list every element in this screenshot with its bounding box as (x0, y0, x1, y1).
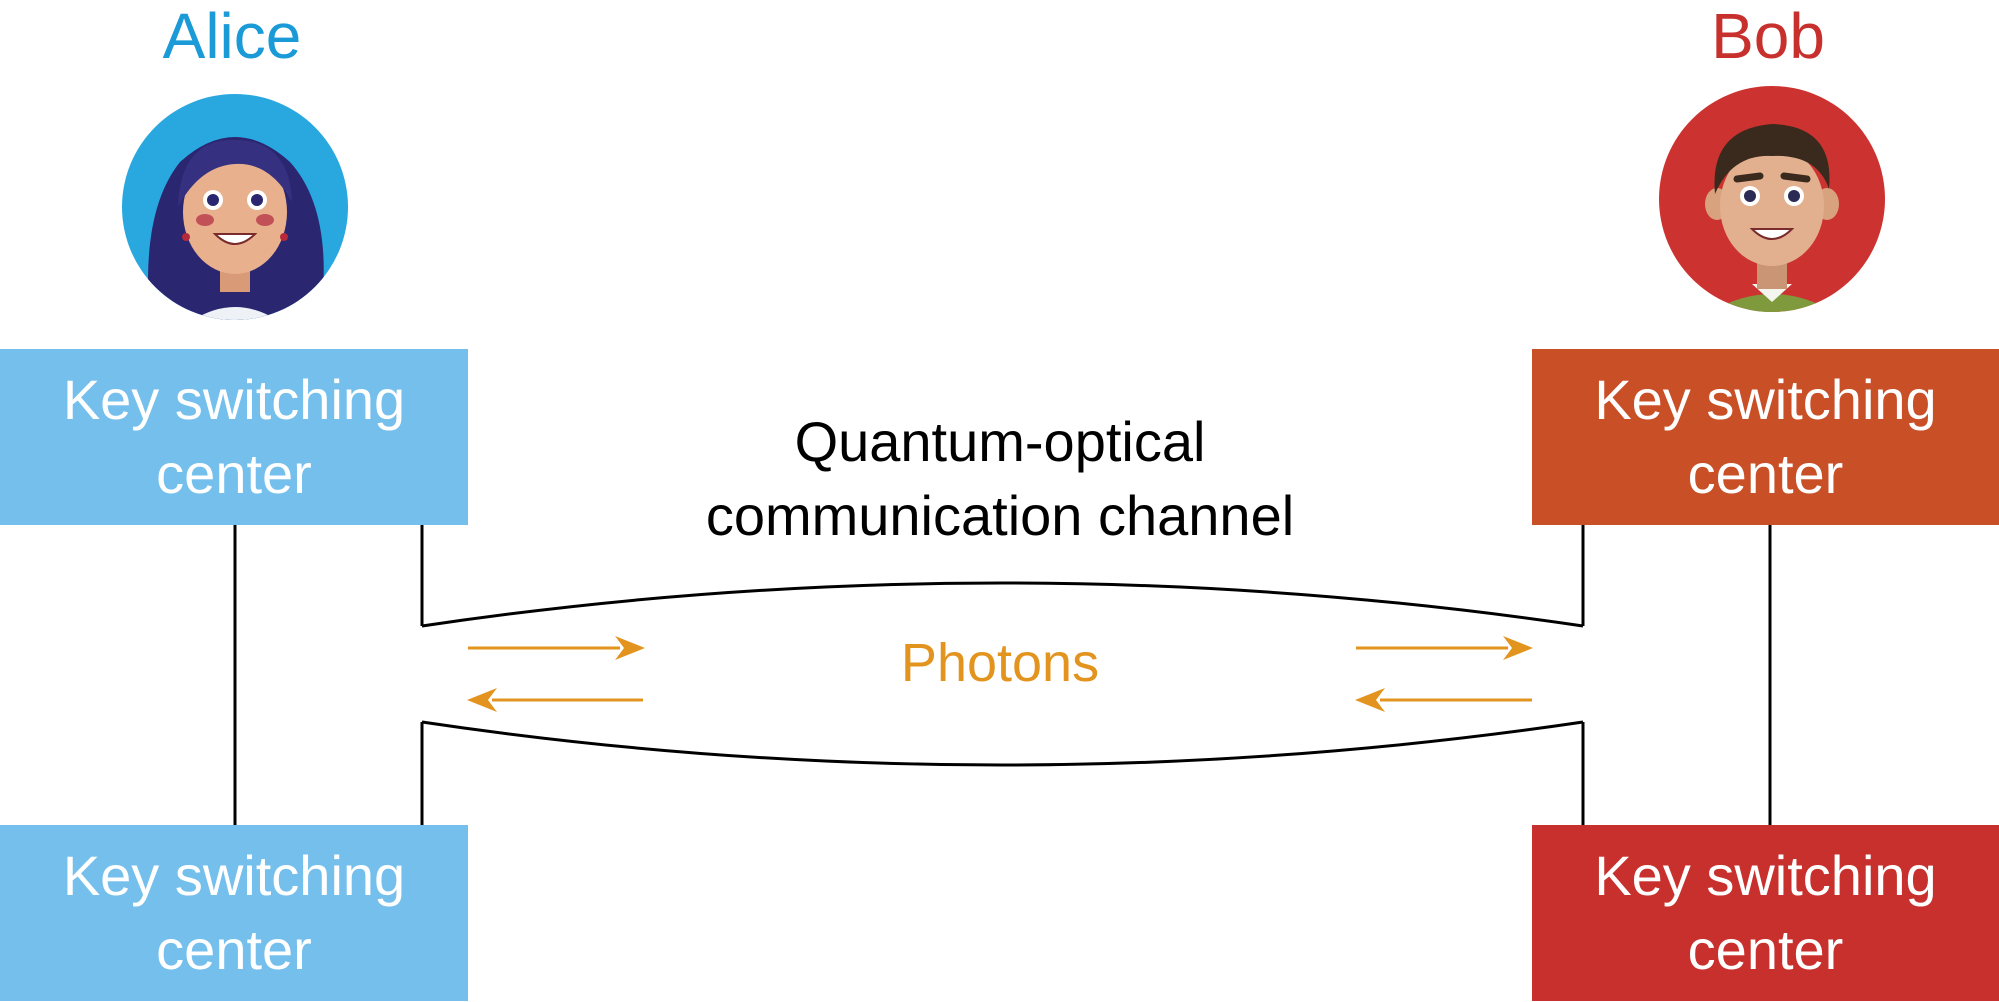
photons-label: Photons (900, 633, 1100, 693)
box-label-line2: center (1687, 442, 1844, 505)
bob-avatar (1659, 86, 1885, 312)
bob-bottom-key-switching-center: Key switching center (1532, 825, 1999, 1001)
alice-name: Alice (162, 0, 302, 72)
alice-top-key-switching-center: Key switching center (0, 349, 468, 525)
alice-avatar (122, 94, 348, 320)
box-label-line2: center (1687, 918, 1844, 981)
alice-bottom-key-switching-center: Key switching center (0, 825, 468, 1001)
channel-title-line1: Quantum-optical (794, 410, 1206, 473)
channel-lower-curve (421, 720, 1584, 767)
channel-upper-curve (421, 581, 1584, 628)
box-label-line1: Key switching (1594, 844, 1937, 907)
channel-title: Quantum-optical communication channel (640, 405, 1360, 553)
box-label-line1: Key switching (62, 844, 406, 907)
box-label-line2: center (156, 442, 312, 505)
channel-title-line2: communication channel (705, 484, 1295, 547)
box-label-line1: Key switching (62, 368, 406, 431)
bob-top-key-switching-center: Key switching center (1532, 349, 1999, 525)
box-label-line1: Key switching (1594, 368, 1937, 431)
box-label-line2: center (156, 918, 312, 981)
bob-name: Bob (1711, 0, 1825, 72)
